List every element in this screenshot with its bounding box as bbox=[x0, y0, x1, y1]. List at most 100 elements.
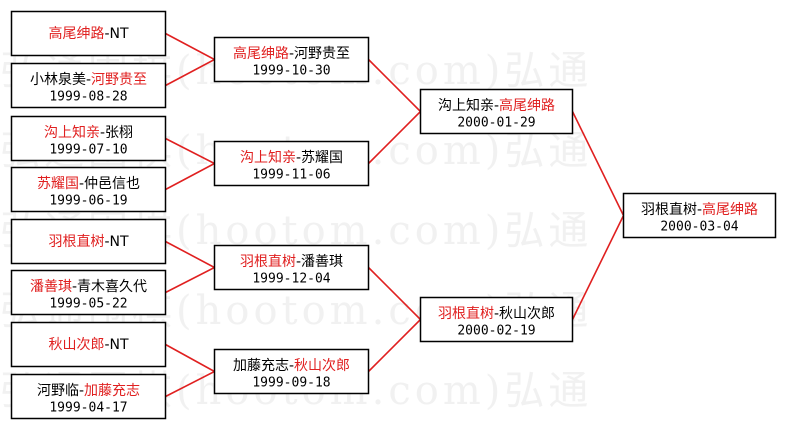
match-players: 小林泉美-河野贵至 bbox=[30, 71, 147, 88]
player-name: 沟上知亲 bbox=[438, 97, 494, 114]
player-name: 沟上知亲 bbox=[240, 149, 296, 166]
match-date: 1999-06-19 bbox=[49, 194, 127, 209]
match-date: 1999-12-04 bbox=[252, 272, 330, 287]
player-separator: - bbox=[289, 46, 294, 62]
match-date: 1999-08-28 bbox=[49, 90, 127, 105]
match-players: 加藤充志-秋山次郎 bbox=[233, 358, 350, 374]
match-players: 沟上知亲-高尾绅路 bbox=[438, 97, 555, 114]
match-date: 2000-02-19 bbox=[457, 324, 535, 339]
player-name: 高尾绅路 bbox=[48, 25, 104, 42]
player-separator: - bbox=[79, 383, 84, 399]
player-separator: - bbox=[289, 358, 294, 374]
match-players: 秋山次郎-NT bbox=[48, 337, 129, 353]
player-name: 秋山次郎 bbox=[48, 337, 104, 353]
player-name: 高尾绅路 bbox=[702, 201, 758, 218]
match-date: 1999-04-17 bbox=[49, 401, 127, 416]
match-players: 羽根直树-秋山次郎 bbox=[438, 305, 555, 322]
player-name: 高尾绅路 bbox=[233, 45, 289, 62]
player-name: 小林泉美 bbox=[30, 71, 86, 88]
player-separator: - bbox=[100, 125, 105, 141]
match-box: 加藤充志-秋山次郎 1999-09-18 bbox=[213, 348, 370, 395]
match-date: 1999-10-30 bbox=[252, 64, 330, 79]
match-box: 羽根直树-潘善琪 1999-12-04 bbox=[213, 244, 370, 291]
player-name: 仲邑信也 bbox=[84, 176, 140, 192]
match-box: 河野临-加藤充志 1999-04-17 bbox=[10, 373, 167, 420]
bracket-connector bbox=[165, 240, 217, 294]
bracket-connector bbox=[165, 32, 217, 87]
match-box-frame bbox=[10, 218, 167, 265]
player-name: 秋山次郎 bbox=[294, 358, 350, 374]
match-box-frame bbox=[419, 296, 574, 343]
match-box-frame bbox=[419, 88, 574, 135]
player-name: 沟上知亲 bbox=[44, 124, 100, 141]
match-players: 沟上知亲-张栩 bbox=[44, 124, 133, 141]
player-separator: - bbox=[104, 337, 109, 353]
match-box: 羽根直树-高尾绅路 2000-03-04 bbox=[622, 192, 777, 239]
bracket-connector bbox=[367, 266, 422, 373]
player-separator: - bbox=[296, 150, 301, 166]
player-separator: - bbox=[697, 202, 702, 218]
player-name: 河野临 bbox=[37, 383, 79, 399]
player-name: 潘善琪 bbox=[301, 254, 343, 270]
match-box: 苏耀国-仲邑信也 1999-06-19 bbox=[10, 166, 167, 213]
match-players: 羽根直树-NT bbox=[48, 233, 129, 250]
match-box: 高尾绅路-河野贵至 1999-10-30 bbox=[213, 36, 370, 83]
player-name: 加藤充志 bbox=[233, 358, 289, 374]
player-name: 加藤充志 bbox=[84, 383, 140, 399]
match-box-frame bbox=[213, 140, 370, 187]
match-date: 1999-07-10 bbox=[49, 143, 127, 158]
match-box-frame bbox=[213, 36, 370, 83]
player-name: 河野贵至 bbox=[294, 46, 350, 62]
match-box: 小林泉美-河野贵至 1999-08-28 bbox=[10, 62, 167, 109]
player-separator: - bbox=[79, 176, 84, 192]
player-name: NT bbox=[110, 337, 129, 353]
player-name: 高尾绅路 bbox=[499, 97, 555, 114]
match-box-frame bbox=[213, 348, 370, 395]
player-separator: - bbox=[72, 279, 77, 295]
player-name: 张栩 bbox=[105, 125, 133, 141]
player-name: NT bbox=[110, 234, 129, 250]
match-players: 高尾绅路-NT bbox=[48, 25, 129, 42]
match-players: 潘善琪-青木喜久代 bbox=[30, 279, 147, 295]
match-box: 沟上知亲-苏耀国 1999-11-06 bbox=[213, 140, 370, 187]
match-players: 高尾绅路-河野贵至 bbox=[233, 45, 350, 62]
match-players: 河野临-加藤充志 bbox=[37, 383, 140, 399]
match-box-frame bbox=[213, 244, 370, 291]
match-box-frame bbox=[10, 321, 167, 368]
player-name: 苏耀国 bbox=[37, 176, 79, 192]
player-separator: - bbox=[104, 234, 109, 250]
bracket-connector bbox=[367, 58, 422, 165]
match-date: 2000-03-04 bbox=[660, 220, 738, 235]
match-date: 1999-05-22 bbox=[49, 297, 127, 312]
match-box: 秋山次郎-NT bbox=[10, 321, 167, 368]
match-players: 羽根直树-潘善琪 bbox=[240, 253, 343, 270]
match-box: 羽根直树-秋山次郎 2000-02-19 bbox=[419, 296, 574, 343]
match-box-frame bbox=[10, 10, 167, 57]
match-date: 2000-01-29 bbox=[457, 116, 535, 131]
match-box: 沟上知亲-张栩 1999-07-10 bbox=[10, 115, 167, 162]
match-date: 1999-09-18 bbox=[252, 376, 330, 391]
player-separator: - bbox=[86, 72, 91, 88]
player-separator: - bbox=[494, 98, 499, 114]
player-name: 苏耀国 bbox=[301, 150, 343, 166]
player-name: 羽根直树 bbox=[438, 305, 494, 322]
match-box-frame bbox=[10, 166, 167, 213]
player-name: 秋山次郎 bbox=[499, 306, 555, 322]
bracket-connector bbox=[165, 343, 217, 398]
match-date: 1999-11-06 bbox=[252, 168, 330, 183]
match-players: 苏耀国-仲邑信也 bbox=[37, 176, 140, 192]
player-name: 羽根直树 bbox=[240, 253, 296, 270]
match-box-frame bbox=[622, 192, 777, 239]
bracket-connector bbox=[165, 137, 217, 191]
player-name: 潘善琪 bbox=[30, 279, 72, 295]
player-separator: - bbox=[296, 254, 301, 270]
player-name: 羽根直树 bbox=[48, 233, 104, 250]
match-box-frame bbox=[10, 373, 167, 420]
player-name: 河野贵至 bbox=[91, 72, 147, 88]
match-players: 羽根直树-高尾绅路 bbox=[641, 201, 758, 218]
player-separator: - bbox=[104, 26, 109, 42]
match-box: 沟上知亲-高尾绅路 2000-01-29 bbox=[419, 88, 574, 135]
bracket-connector bbox=[571, 111, 625, 320]
match-box: 高尾绅路-NT bbox=[10, 10, 167, 57]
